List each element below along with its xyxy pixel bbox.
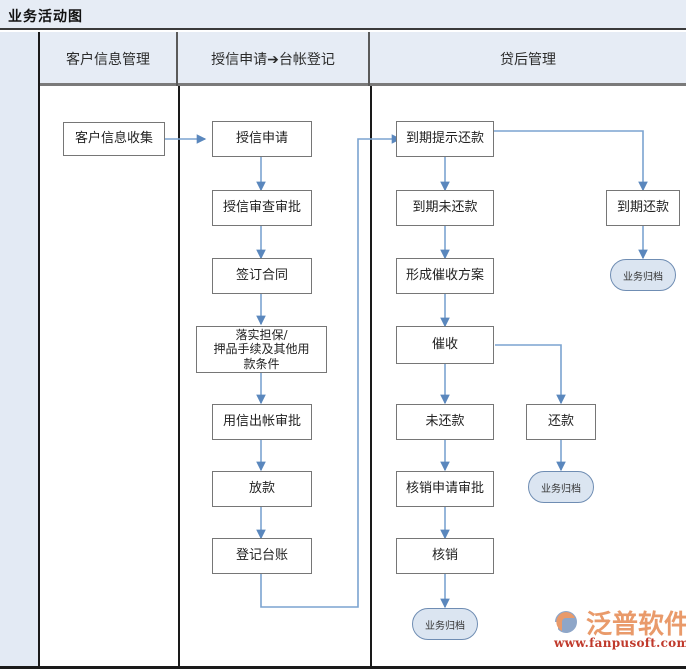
- edge-due-reminder-to-due-repayment: [490, 130, 648, 192]
- swimlane-header-customer-info: 客户信息管理: [40, 32, 178, 86]
- node-sign-contract[interactable]: 签订合同: [212, 258, 312, 294]
- node-loan-disbursement-approval[interactable]: 用信出帐审批: [212, 404, 312, 440]
- left-label-strip: [0, 32, 40, 666]
- node-writeoff[interactable]: 核销: [396, 538, 494, 574]
- node-guarantee-line-1: 落实担保/: [235, 327, 288, 342]
- node-unpaid[interactable]: 未还款: [396, 404, 494, 440]
- swimlane-header-credit-application: 授信申请➔台帐登记: [178, 32, 370, 86]
- logo-text: 泛普软件: [586, 610, 686, 640]
- node-register-ledger[interactable]: 登记台账: [212, 538, 312, 574]
- node-credit-review-approval[interactable]: 授信审查审批: [212, 190, 312, 226]
- node-guarantee-line-3: 款条件: [243, 356, 280, 371]
- node-repaid[interactable]: 还款: [526, 404, 596, 440]
- edge-ledger-to-due-reminder: [260, 134, 402, 608]
- node-guarantee-line-2: 押品手续及其他用: [213, 342, 310, 357]
- node-loan-release[interactable]: 放款: [212, 471, 312, 507]
- diagram-frame: [0, 32, 686, 669]
- edge-collection-to-repaid: [495, 344, 566, 405]
- fanpu-logo-icon: [555, 611, 577, 633]
- page-title-bar: 业务活动图: [0, 0, 686, 30]
- node-credit-application[interactable]: 授信申请: [212, 121, 312, 157]
- terminator-archive-writeoff[interactable]: 业务归档: [412, 608, 478, 640]
- node-customer-info-collect[interactable]: 客户信息收集: [63, 122, 165, 156]
- swimlane-header-post-loan: 贷后管理: [500, 52, 556, 68]
- swimlane-header-row: 客户信息管理 授信申请➔台帐登记 贷后管理: [40, 32, 686, 86]
- node-due-repayment[interactable]: 到期还款: [606, 190, 680, 226]
- logo-url: www.fanpusoft.com: [554, 636, 686, 650]
- terminator-archive-repaid[interactable]: 业务归档: [528, 471, 594, 503]
- swimlane-divider-2: [370, 86, 372, 669]
- node-form-collection-plan[interactable]: 形成催收方案: [396, 258, 494, 294]
- node-writeoff-apply-approval[interactable]: 核销申请审批: [396, 471, 494, 507]
- node-collection[interactable]: 催收: [396, 326, 494, 364]
- page-title: 业务活动图: [8, 9, 83, 25]
- brand-logo: 泛普软件 www.fanpusoft.com: [552, 600, 686, 658]
- terminator-archive-due-repayment[interactable]: 业务归档: [610, 259, 676, 291]
- node-due-reminder[interactable]: 到期提示还款: [396, 121, 494, 157]
- node-due-unpaid[interactable]: 到期未还款: [396, 190, 494, 226]
- swimlane-divider-1: [178, 86, 180, 669]
- node-guarantee-procedures[interactable]: 落实担保/ 押品手续及其他用 款条件: [196, 326, 327, 373]
